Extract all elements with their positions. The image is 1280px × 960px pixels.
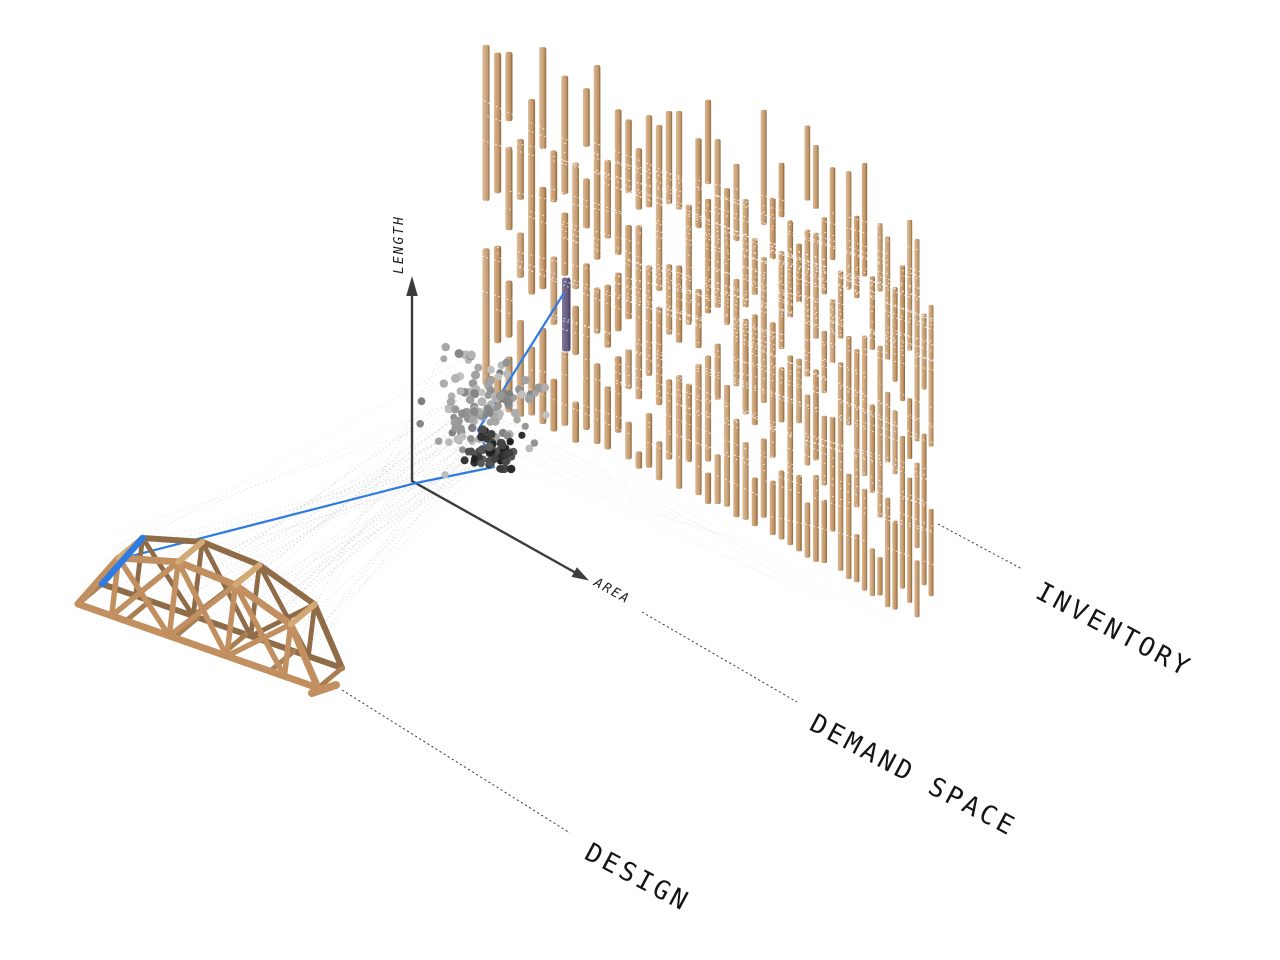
highlighted-inventory-bar bbox=[561, 276, 572, 353]
label-leaders bbox=[341, 523, 1023, 834]
design-leader-line bbox=[341, 689, 571, 834]
axes-lines bbox=[410, 294, 577, 575]
area-axis-label: AREA bbox=[590, 575, 633, 608]
area-axis-arrow-icon bbox=[571, 567, 589, 581]
inventory-connection-lines bbox=[468, 92, 935, 566]
design-bridge bbox=[74, 534, 345, 697]
design-label: DESIGN bbox=[580, 838, 696, 918]
length-axis-label: LENGTH bbox=[392, 215, 407, 274]
highlight-mapping-path bbox=[111, 292, 565, 563]
length-axis-arrow-icon bbox=[406, 276, 418, 296]
demand-space-leader-line bbox=[641, 611, 798, 703]
inventory-label: INVENTORY bbox=[1031, 577, 1197, 684]
inventory-wall bbox=[482, 44, 934, 618]
demand-space-label: DEMAND SPACE bbox=[805, 709, 1022, 843]
demand-scatter bbox=[416, 342, 550, 479]
inventory-leader-line bbox=[937, 523, 1023, 570]
